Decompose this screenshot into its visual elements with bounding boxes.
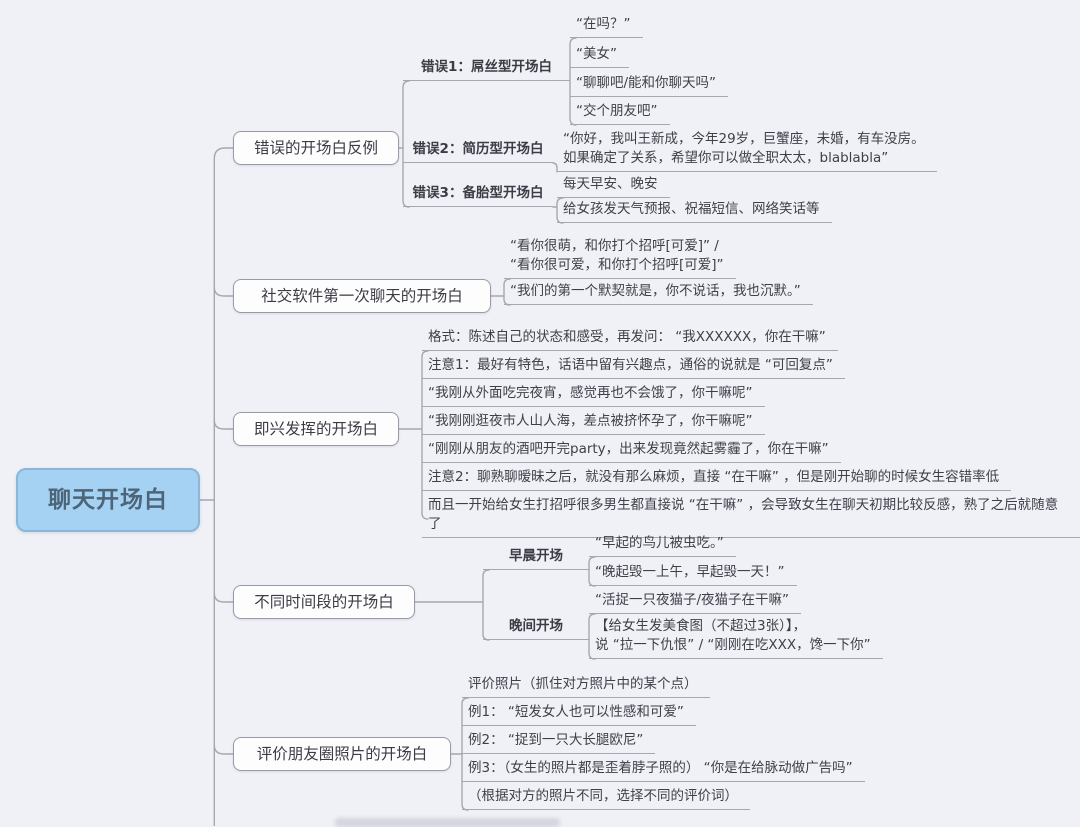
connector-branch-stubs	[213, 286, 234, 755]
connector-trunk	[199, 147, 234, 826]
leaf-quote-bar-party[interactable]: “刚刚从朋友的酒吧开完party，出来发现竟然起雾霾了，你在干嘛”	[422, 440, 841, 463]
topic-time-based-opener[interactable]: 不同时间段的开场白	[233, 585, 415, 619]
leaf-note1-reply-point[interactable]: 注意1：最好有特色，话语中留有兴趣点，通俗的说就是 “可回复点”	[422, 356, 845, 379]
cutoff-text-fragment	[335, 818, 560, 827]
leaf-daily-greetings[interactable]: 每天早安、晚安	[557, 175, 670, 198]
leaf-quote-be-friends[interactable]: “交个朋友吧”	[570, 102, 670, 125]
topic-improvised-opener[interactable]: 即兴发挥的开场白	[233, 412, 399, 446]
leaf-note2-familiar[interactable]: 注意2：聊熟聊暧昧之后，就没有那么麻烦，直接 “在干嘛” ，但是刚开始聊的时候女…	[422, 468, 1012, 491]
leaf-example1-short-hair[interactable]: 例1： “短发女人也可以性感和可爱”	[462, 703, 696, 726]
leaf-quote-night-market[interactable]: “我刚刚逛夜市人山人海，差点被挤怀孕了，你干嘛呢”	[422, 412, 765, 435]
subtopic-error1-loser-opener[interactable]: 错误1：屌丝型开场白	[403, 57, 570, 81]
leaf-quote-self-intro[interactable]: “你好，我叫王新成，今年29岁，巨蟹座，未婚，有车没房。 如果确定了关系，希望你…	[557, 130, 937, 172]
topic-photo-comment-opener[interactable]: 评价朋友圈照片的开场白	[233, 737, 451, 771]
leaf-quote-night-owl[interactable]: “活捉一只夜猫子/夜猫子在干嘛”	[589, 591, 802, 614]
leaf-quote-early-bird[interactable]: “早起的鸟儿被虫吃。”	[589, 534, 736, 557]
root-topic[interactable]: 聊天开场白	[16, 468, 200, 532]
leaf-example3-tilted-head[interactable]: 例3：（女生的照片都是歪着脖子照的） “你是在给脉动做广告吗”	[462, 759, 865, 782]
leaf-quote-pretty-girl[interactable]: “美女”	[570, 45, 629, 68]
leaf-choose-words-note[interactable]: （根据对方的照片不同，选择不同的评价词）	[462, 787, 750, 810]
leaf-weather-jokes[interactable]: 给女孩发天气预报、祝福短信、网络笑话等	[557, 200, 832, 223]
leaf-format-rule[interactable]: 格式：陈述自己的状态和感受，再发问： “我XXXXXX，你在干嘛”	[422, 328, 838, 351]
leaf-example2-long-legs[interactable]: 例2： “捉到一只大长腿欧尼”	[462, 731, 656, 754]
leaf-quote-say-hi-cute[interactable]: “看你很萌，和你打个招呼[可爱]” / “看你很可爱，和你打个招呼[可爱]”	[504, 237, 736, 279]
leaf-quote-first-tacit[interactable]: “我们的第一个默契就是，你不说话，我也沉默。”	[504, 282, 813, 305]
subtopic-evening-opener[interactable]: 晚间开场	[483, 616, 589, 640]
leaf-quote-can-we-chat[interactable]: “聊聊吧/能和你聊天吗”	[570, 74, 729, 97]
leaf-comment-photo-rule[interactable]: 评价照片（抓住对方照片中的某个点）	[462, 675, 710, 698]
subtopic-morning-opener[interactable]: 早晨开场	[483, 546, 589, 570]
subtopic-error3-backup-opener[interactable]: 错误3：备胎型开场白	[403, 183, 553, 207]
connector-error2-child	[552, 162, 558, 173]
connector-branch4-labels	[414, 569, 490, 641]
leaf-quote-late-snack[interactable]: “我刚从外面吃完夜宵，感觉再也不会饿了，你干嘛呢”	[422, 384, 765, 407]
leaf-food-photo-tip[interactable]: 【给女生发美食图（不超过3张）】， 说 “拉一下仇恨” / “刚刚在吃XXX，馋…	[589, 617, 883, 659]
leaf-quote-are-you-there[interactable]: “在吗？”	[570, 15, 643, 38]
topic-first-chat-opener[interactable]: 社交软件第一次聊天的开场白	[233, 279, 491, 313]
leaf-note2-continued[interactable]: 而且一开始给女生打招呼很多男生都直接说 “在干嘛” ，会导致女生在聊天初期比较反…	[422, 496, 1080, 538]
subtopic-error2-resume-opener[interactable]: 错误2：简历型开场白	[403, 139, 553, 163]
leaf-quote-late-rise[interactable]: “晚起毁一上午，早起毁一天！”	[589, 563, 797, 586]
connector-branch3-children	[398, 350, 429, 520]
topic-wrong-opener-examples[interactable]: 错误的开场白反例	[233, 131, 399, 165]
